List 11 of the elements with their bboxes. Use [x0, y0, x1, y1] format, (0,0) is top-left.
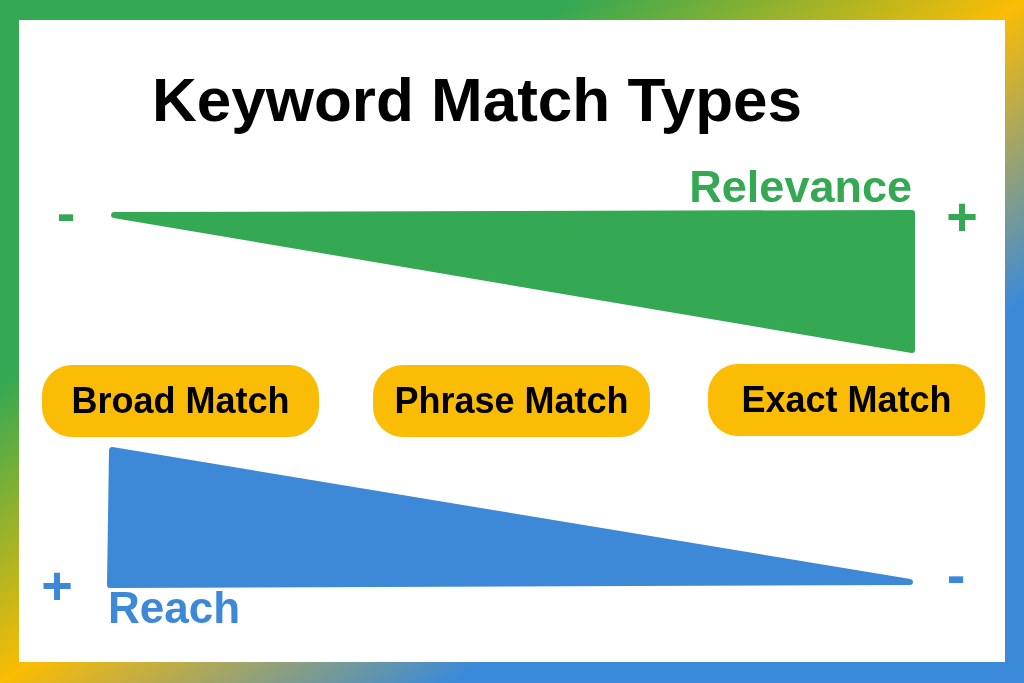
scale-label: Reach: [108, 586, 241, 630]
match-type-pill: Phrase Match: [373, 365, 650, 437]
widening-wedge: [110, 210, 916, 354]
match-type-pill: Exact Match: [708, 364, 985, 436]
minus-sign: -: [56, 185, 76, 241]
minus-sign: -: [946, 547, 966, 603]
plus-sign: +: [41, 558, 73, 612]
scale-label: Relevance: [689, 164, 912, 209]
match-type-pill: Broad Match: [42, 365, 319, 437]
plus-sign: +: [946, 189, 978, 243]
narrowing-wedge: [106, 446, 914, 588]
